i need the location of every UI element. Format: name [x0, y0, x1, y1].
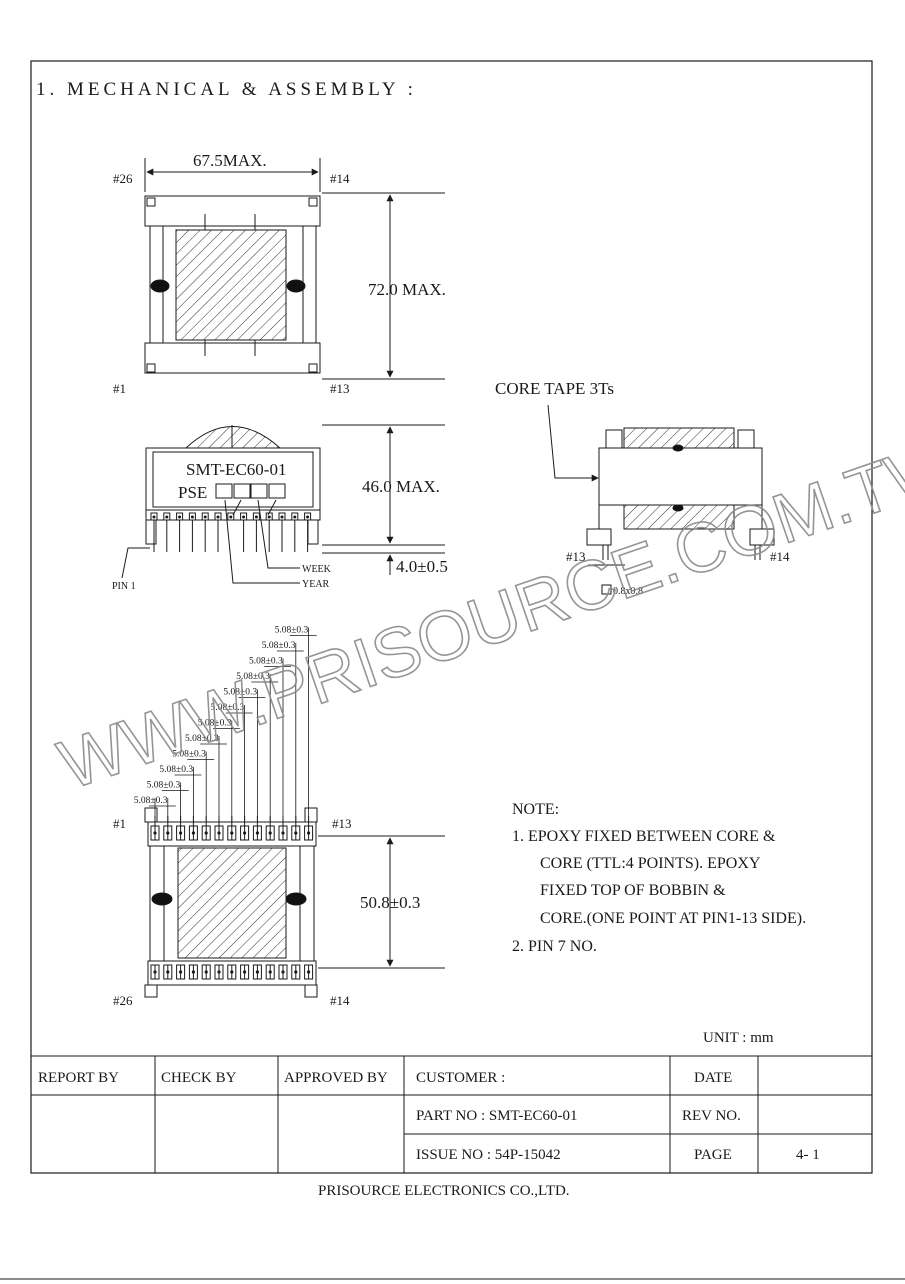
sheet-border: [30, 60, 873, 1174]
side-pin-dot: [306, 515, 310, 519]
pitch-label: 5.08±0.3: [185, 734, 219, 744]
side-pin1: PIN 1: [112, 581, 136, 592]
customer-label: CUSTOMER :: [416, 1070, 505, 1086]
title-block: [31, 1055, 872, 1173]
pitch-label: 5.08±0.3: [147, 781, 181, 791]
top-view: [144, 158, 445, 380]
top-pin-br: #13: [330, 381, 350, 396]
top-pin-tl: #26: [113, 171, 133, 186]
side-pin-dot: [165, 515, 169, 519]
pitch-label: 5.08±0.3: [159, 765, 193, 775]
notes-heading: NOTE:: [512, 801, 559, 818]
note-line: CORE.(ONE POINT AT PIN1-13 SIDE).: [540, 910, 806, 927]
pitch-label: 5.08±0.3: [236, 672, 270, 682]
top-width-dim: 67.5MAX.: [193, 151, 267, 170]
top-pin-bl: #1: [113, 381, 126, 396]
pitch-label: 5.08±0.3: [198, 719, 232, 729]
bottom-pin-tr: #13: [332, 816, 352, 831]
side-end-post: [307, 519, 319, 545]
side-pin-dot: [267, 515, 271, 519]
section-title: 1. MECHANICAL & ASSEMBLY :: [36, 79, 417, 100]
rev-no-label: REV NO.: [682, 1108, 741, 1124]
bottom-pin-br: #14: [330, 993, 350, 1008]
note-line: 1. EPOXY FIXED BETWEEN CORE &: [512, 828, 776, 845]
unit-label: UNIT : mm: [703, 1030, 774, 1046]
watermark: WWW.PRISOURCE.COM.TW: [49, 424, 905, 804]
side-pin-dot: [229, 515, 233, 519]
top-height-dim: 72.0 MAX.: [368, 280, 446, 299]
side-pin-pad: [227, 512, 235, 521]
end-pin-left: #13: [566, 549, 586, 564]
part-no: PART NO : SMT-EC60-01: [416, 1108, 578, 1124]
note-line: 2. PIN 7 NO.: [512, 938, 597, 955]
side-pins: [145, 512, 319, 552]
check-by-label: CHECK BY: [161, 1070, 237, 1086]
end-pin-size: 0.8x0.8: [613, 586, 643, 597]
side-pin-dot: [293, 515, 297, 519]
pitch-label: 5.08±0.3: [223, 688, 257, 698]
side-label-line1: SMT-EC60-01: [186, 460, 286, 479]
end-view: [547, 404, 775, 595]
side-end-post: [145, 519, 157, 545]
side-pin-dot: [152, 515, 156, 519]
pitch-dimensions: 5.08±0.3 5.08±0.3 5.08±0.3 5.08±0.3 5.08±0.3…: [134, 626, 317, 822]
side-pin-dot: [203, 515, 207, 519]
bottom-view: [144, 807, 445, 998]
issue-no: ISSUE NO : 54P-15042: [416, 1147, 561, 1163]
note-line: FIXED TOP OF BOBBIN &: [540, 882, 726, 899]
pitch-label: 5.08±0.3: [211, 703, 245, 713]
bottom-pin-bl: #26: [113, 993, 133, 1008]
end-core-tape: CORE TAPE 3Ts: [495, 379, 614, 398]
top-pin-tr: #14: [330, 171, 350, 186]
end-pin-right: #14: [770, 549, 790, 564]
bottom-row-dim: 50.8±0.3: [360, 893, 420, 912]
note-line: CORE (TTL:4 POINTS). EPOXY: [540, 855, 761, 872]
side-pin-len-dim: 4.0±0.5: [396, 557, 448, 576]
page-value: 4- 1: [796, 1147, 820, 1163]
side-pin-dot: [280, 515, 284, 519]
bottom-pin-tl: #1: [113, 816, 126, 831]
approved-by-label: APPROVED BY: [284, 1070, 388, 1086]
side-pin-dot: [216, 515, 220, 519]
company-footer: PRISOURCE ELECTRONICS CO.,LTD.: [318, 1183, 570, 1199]
pitch-label: 5.08±0.3: [249, 657, 283, 667]
side-pin-dot: [242, 515, 246, 519]
side-week: WEEK: [302, 564, 332, 575]
side-year: YEAR: [302, 579, 330, 590]
pitch-label: 5.08±0.3: [134, 796, 168, 806]
side-pin-dot: [190, 515, 194, 519]
page-label: PAGE: [694, 1147, 732, 1163]
pitch-label: 5.08±0.3: [172, 750, 206, 760]
side-label-line2: PSE: [178, 483, 207, 502]
date-label: DATE: [694, 1070, 732, 1086]
pitch-label: 5.08±0.3: [262, 641, 296, 651]
side-pin-dot: [254, 515, 258, 519]
side-height-dim: 46.0 MAX.: [362, 477, 440, 496]
pitch-label: 5.08±0.3: [275, 626, 309, 636]
report-by-label: REPORT BY: [38, 1070, 119, 1086]
side-pin-dot: [178, 515, 182, 519]
